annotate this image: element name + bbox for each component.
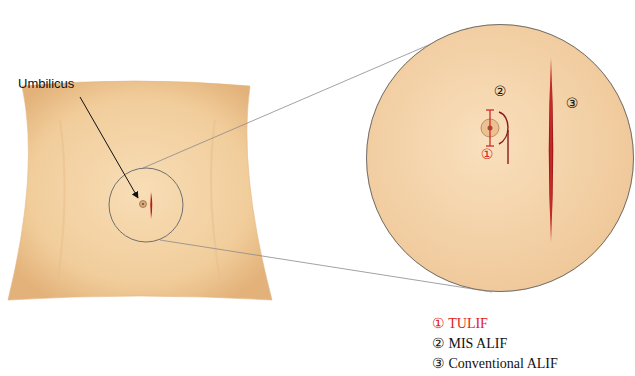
leader-arrow	[80, 97, 138, 198]
torso-shading	[58, 120, 65, 280]
legend-item: ③ Conventional ALIF	[432, 356, 558, 371]
legend-item: ① TULIF	[432, 316, 488, 331]
tulif-incision-end	[486, 109, 494, 110]
callout-number: ②	[494, 84, 507, 99]
conventional-alif-incision	[549, 58, 554, 242]
zoom-circle-small	[109, 168, 183, 242]
umbilicus	[140, 201, 147, 208]
torso-shading	[211, 120, 220, 280]
zoom-circle-outline	[366, 24, 634, 292]
callout-number: ①	[481, 147, 494, 162]
mis-alif-incision	[499, 112, 508, 144]
mis-alif-incision	[507, 130, 508, 164]
torso	[8, 81, 272, 300]
zoom-circle-fill	[366, 24, 634, 292]
zoom-circle-border	[367, 25, 634, 292]
legend-item: ② MIS ALIF	[432, 336, 507, 351]
callout-number: ③	[566, 96, 579, 111]
incision-small	[150, 192, 152, 219]
zoom-circle: ② ③ ①	[366, 24, 634, 292]
anatomy-label: Umbilicus	[18, 77, 74, 91]
tulif-incision	[489, 110, 490, 146]
umbilicus-center	[142, 203, 144, 205]
